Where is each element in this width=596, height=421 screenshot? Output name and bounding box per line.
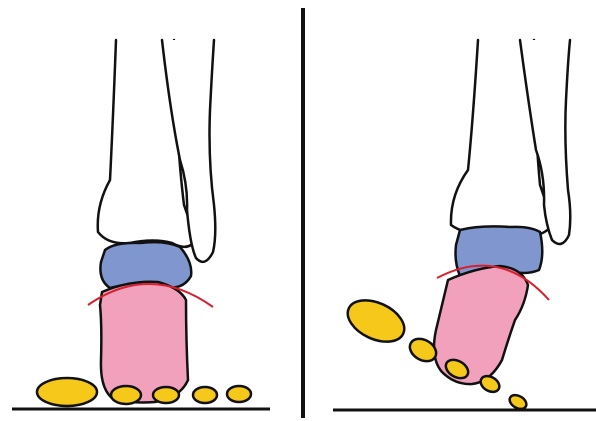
- sesamoid-left-4: [193, 387, 217, 403]
- sesamoid-large-right: [341, 292, 411, 350]
- calcaneus-left: [100, 282, 188, 403]
- sesamoid-left-2: [111, 386, 141, 404]
- right-panel: [333, 40, 596, 412]
- sesamoid-left-5: [227, 386, 251, 402]
- left-panel: [12, 40, 270, 409]
- sesamoid-left-3: [153, 387, 179, 403]
- sesamoid-large-left: [37, 378, 97, 406]
